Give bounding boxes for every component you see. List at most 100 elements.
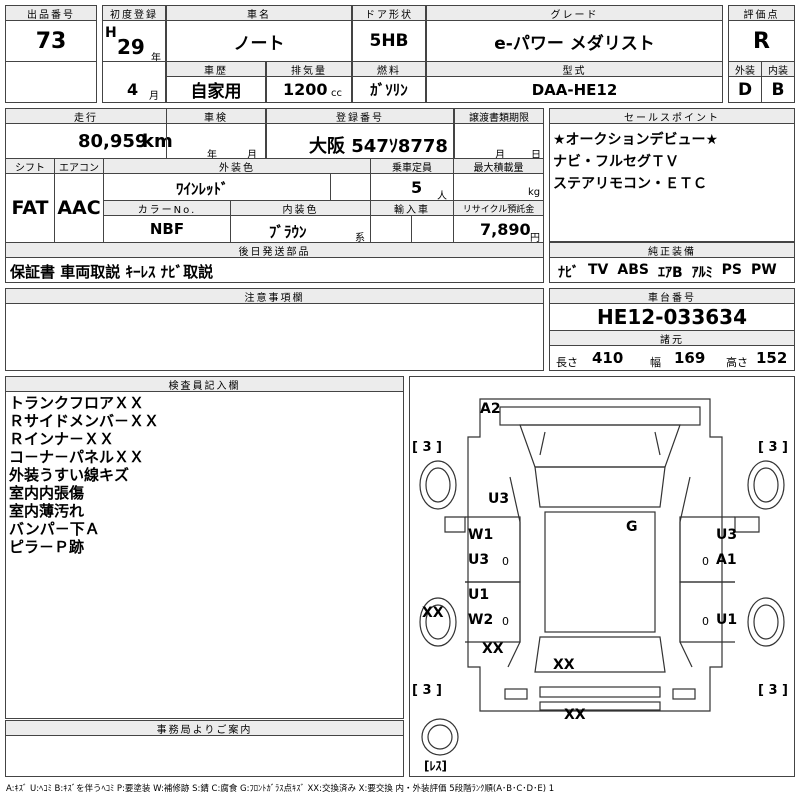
displacement-box: 1200 cc (266, 76, 352, 103)
aircon-value: AAC (54, 173, 104, 243)
inspector-line: Ｒインナ－ＸＸ (9, 430, 115, 448)
selling-point: ナビ・フルセグＴＶ (553, 154, 679, 170)
grade-label: グレード (426, 5, 723, 21)
first-reg-label: 初度登録 (102, 5, 166, 21)
mileage-label: 走行 (5, 108, 167, 124)
import-label: 輸入車 (370, 200, 454, 216)
spare-tire: [ﾚｽ] (424, 759, 447, 773)
score-value: R (728, 20, 795, 62)
int-color-box: ﾌﾞﾗｳﾝ 系 (230, 215, 371, 244)
door-label: ドア形状 (352, 5, 426, 21)
max-load-label: 最大積載量 (453, 158, 544, 174)
displacement-label: 排気量 (266, 61, 352, 77)
damage-mark: U3 (488, 491, 510, 507)
inspection-year-unit: 年 (207, 150, 217, 161)
legend: A:ｷｽﾞ U:ﾍｺﾐ B:ｷｽﾞを伴うﾍｺﾐ P:要塗装 W:補修跡 S:錆 … (6, 784, 555, 794)
tire-fr: [ 3 ] (758, 440, 788, 455)
color-no-value: NBF (103, 215, 231, 243)
first-reg-month: 4 (127, 80, 139, 99)
zero-mark: 0 (502, 615, 509, 628)
tire-rl: [ 3 ] (412, 683, 442, 698)
selling-point: ステアリモコン・ＥＴＣ (553, 176, 707, 192)
score-label: 評価点 (728, 5, 795, 21)
later-parts-box: 保証書 車両取説 ｷｰﾚｽ ﾅﾋﾞ取説 (5, 257, 544, 283)
length-value: 410 (592, 349, 624, 367)
selling-point: ★オークションデビュー★ (553, 132, 719, 148)
int-score: B (761, 76, 795, 103)
office-box (5, 735, 404, 777)
first-reg-month-box: 4 月 (102, 61, 166, 103)
inspector-line: バンパ－下Ａ (9, 520, 100, 538)
equipment-item: ﾅﾋﾞ (558, 265, 579, 281)
equipment-item: PS (721, 262, 742, 278)
recycle-value: 7,890 (480, 220, 531, 239)
inspector-box: トランクフロアＸＸ Ｒサイドメンバ－ＸＸ Ｒインナ－ＸＸ コ－ナ－パネルＸＸ 外… (5, 391, 404, 719)
equipment-list: ﾅﾋﾞ TV ABS ｴｱB ｱﾙﾐ PS PW (558, 262, 777, 282)
height-value: 152 (756, 349, 788, 367)
ext-color-value: ﾜｲﾝﾚｯﾄﾞ (176, 180, 229, 198)
lot-number: 73 (5, 20, 97, 62)
recycle-box: 7,890 円 (453, 215, 544, 244)
int-color-unit: 系 (355, 233, 365, 244)
damage-mark: W1 (468, 527, 494, 543)
max-load-unit: kg (528, 187, 541, 198)
width-label: 幅 (650, 356, 661, 369)
inspector-label: 検査員記入欄 (5, 376, 404, 392)
office-label: 事務局よりご案内 (5, 720, 404, 736)
notes-label: 注意事項欄 (5, 288, 544, 304)
inspector-line: 室内薄汚れ (9, 502, 85, 520)
era: H (105, 25, 117, 41)
inspector-line: 室内内張傷 (9, 484, 85, 502)
damage-mark: G (626, 519, 638, 535)
equipment-item: PW (751, 262, 777, 278)
recycle-label: リサイクル預託金 (453, 200, 544, 216)
plate-box: 大阪 547ｿ8778 (266, 123, 454, 159)
ext-score-label: 外装 (728, 61, 762, 77)
damage-mark: A1 (716, 552, 737, 568)
int-color-value: ﾌﾞﾗｳﾝ (269, 223, 307, 241)
notes-box (5, 303, 544, 371)
history-value: 自家用 (166, 76, 266, 103)
equipment-item: ｴｱB (657, 265, 683, 281)
equipment-label: 純正装備 (549, 242, 795, 258)
transfer-box: 月 日 (454, 123, 544, 161)
transfer-day-unit: 日 (531, 150, 541, 161)
damage-mark: XX (553, 657, 575, 673)
displacement-value: 1200 (283, 80, 328, 99)
year-unit: 年 (151, 53, 161, 64)
chassis-label: 車台番号 (549, 288, 795, 304)
ext-color-label: 外装色 (103, 158, 371, 174)
lot-blank (5, 61, 97, 103)
int-score-label: 内装 (761, 61, 795, 77)
first-reg-year: 29 (117, 35, 145, 59)
selling-points-label: セールスポイント (549, 108, 795, 124)
mileage-unit: km (142, 131, 173, 152)
zero-mark: 0 (702, 615, 709, 628)
mileage-value: 80,959 (78, 131, 148, 152)
inspection-month-unit: 月 (247, 150, 257, 161)
month-unit: 月 (149, 91, 159, 102)
equipment-item: TV (588, 262, 609, 278)
transfer-label: 譲渡書類期限 (454, 108, 544, 124)
damage-mark: XX (422, 605, 444, 621)
plate-label: 登録番号 (266, 108, 454, 124)
tire-fl: [ 3 ] (412, 440, 442, 455)
selling-points-list: ★オークションデビュー★ ナビ・フルセグＴＶ ステアリモコン・ＥＴＣ (553, 129, 718, 195)
grade-value: e-パワー メダリスト (426, 20, 723, 62)
damage-mark: XX (482, 641, 504, 657)
capacity-label: 乗車定員 (370, 158, 454, 174)
max-load-box: kg (453, 173, 544, 201)
shift-label: シフト (5, 158, 55, 174)
selling-points-box: ★オークションデビュー★ ナビ・フルセグＴＶ ステアリモコン・ＥＴＣ (549, 123, 795, 242)
tire-rr: [ 3 ] (758, 683, 788, 698)
ext-color-box: ﾜｲﾝﾚｯﾄﾞ (103, 173, 371, 201)
length-label: 長さ (556, 356, 578, 369)
plate-value: 大阪 547ｿ8778 (309, 136, 448, 157)
capacity-box: 5 人 (370, 173, 454, 202)
width-value: 169 (674, 349, 706, 367)
specs-box: 長さ 410 幅 169 高さ 152 (549, 345, 795, 371)
chassis-number: HE12-033634 (549, 303, 795, 331)
inspector-lines: トランクフロアＸＸ Ｒサイドメンバ－ＸＸ Ｒインナ－ＸＸ コ－ナ－パネルＸＸ 外… (9, 394, 159, 556)
inspection-box: 年 月 (166, 123, 266, 161)
color-no-label: カラーNo. (103, 200, 231, 216)
